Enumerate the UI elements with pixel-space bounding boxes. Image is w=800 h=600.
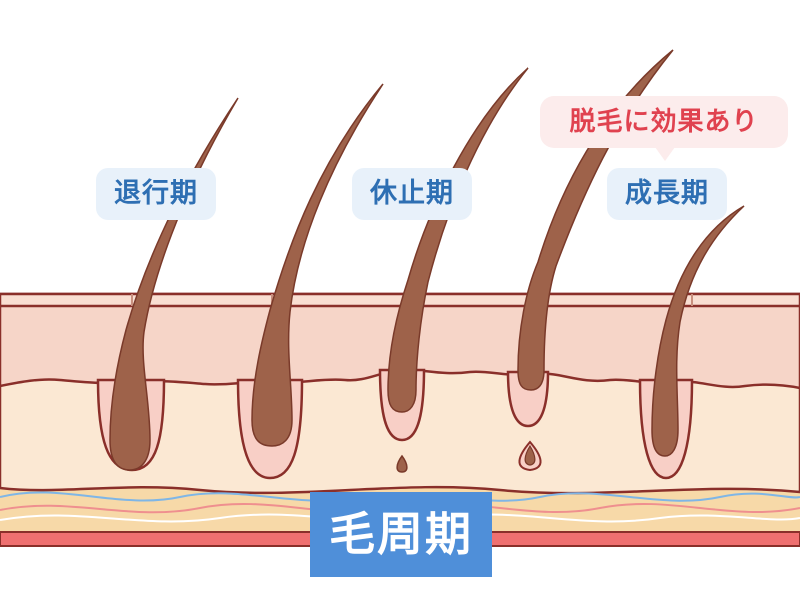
- diagram-title: 毛周期: [310, 492, 492, 577]
- stage-label-seicho: 成長期: [607, 168, 727, 220]
- effect-callout: 脱毛に効果あり: [540, 96, 788, 148]
- papilla-drop-1: [396, 454, 408, 473]
- hair-4: [517, 49, 674, 391]
- hair-2: [251, 83, 384, 447]
- papilla-drop-2-inner: [524, 444, 536, 466]
- hair-taikou: [109, 97, 239, 471]
- stage-label-taikou: 退行期: [96, 168, 216, 220]
- hair-seicho: [651, 205, 745, 457]
- stage-label-kyushi: 休止期: [352, 168, 472, 220]
- callout-tail: [655, 147, 675, 161]
